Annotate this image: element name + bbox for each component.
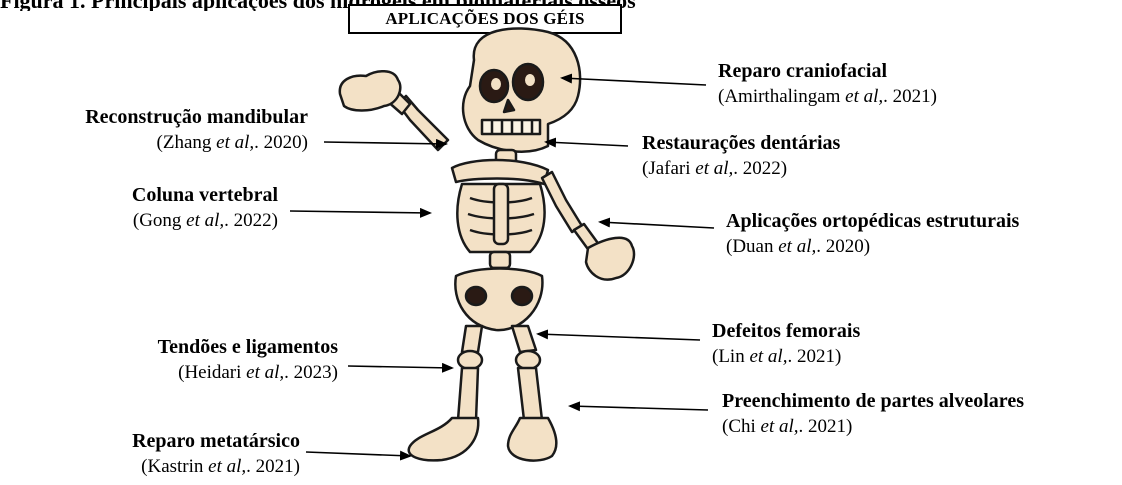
label-name: Reconstrução mandibular: [32, 104, 308, 130]
label-mandibular: Reconstrução mandibular (Zhang et al,. 2…: [32, 104, 308, 156]
label-name: Preenchimento de partes alveolares: [722, 388, 1024, 414]
left-hand: [340, 71, 401, 110]
skeleton-figure: [340, 28, 634, 460]
label-name: Restaurações dentárias: [642, 130, 840, 156]
label-citation: (Lin et al,. 2021): [712, 344, 860, 370]
label-citation: (Gong et al,. 2022): [70, 208, 278, 234]
left-knee: [458, 351, 482, 369]
arrow-spine: [290, 211, 430, 213]
label-dental: Restaurações dentárias (Jafari et al,. 2…: [642, 130, 840, 182]
label-name: Reparo craniofacial: [718, 58, 937, 84]
label-citation: (Heidari et al,. 2023): [100, 360, 338, 386]
left-foot: [409, 418, 479, 460]
label-name: Aplicações ortopédicas estruturais: [726, 208, 1019, 234]
label-metatarsal: Reparo metatársico (Kastrin et al,. 2021…: [50, 428, 300, 480]
label-name: Defeitos femorais: [712, 318, 860, 344]
label-citation: (Jafari et al,. 2022): [642, 156, 840, 182]
right-knee: [516, 351, 540, 369]
arrow-tendons: [348, 366, 452, 368]
label-craniofacial: Reparo craniofacial (Amirthalingam et al…: [718, 58, 937, 110]
arrow-craniofacial: [562, 78, 706, 85]
right-foot: [508, 418, 556, 461]
shoulders: [452, 160, 548, 184]
label-spine: Coluna vertebral (Gong et al,. 2022): [70, 182, 278, 234]
left-tibia: [458, 368, 478, 420]
label-citation: (Zhang et al,. 2020): [32, 130, 308, 156]
arrow-alveolar: [570, 406, 708, 410]
label-alveolar: Preenchimento de partes alveolares (Chi …: [722, 388, 1024, 440]
label-name: Tendões e ligamentos: [100, 334, 338, 360]
right-femur: [512, 326, 536, 352]
arrow-mandibular: [324, 142, 446, 144]
sternum: [494, 184, 508, 244]
label-citation: (Duan et al,. 2020): [726, 234, 1019, 260]
arrow-metatarsal: [306, 452, 410, 456]
right-upper-arm: [542, 172, 582, 232]
label-citation: (Chi et al,. 2021): [722, 414, 1024, 440]
arrow-femoral: [538, 334, 700, 340]
right-tibia: [518, 368, 542, 420]
label-name: Reparo metatársico: [50, 428, 300, 454]
label-citation: (Amirthalingam et al,. 2021): [718, 84, 937, 110]
arrow-ortho: [600, 222, 714, 228]
label-citation: (Kastrin et al,. 2021): [50, 454, 300, 480]
label-femoral: Defeitos femorais (Lin et al,. 2021): [712, 318, 860, 370]
left-femur: [462, 326, 482, 352]
arrow-dental: [546, 142, 628, 146]
label-name: Coluna vertebral: [70, 182, 278, 208]
label-ortho: Aplicações ortopédicas estruturais (Duan…: [726, 208, 1019, 260]
right-hand: [586, 238, 634, 280]
label-tendons: Tendões e ligamentos (Heidari et al,. 20…: [100, 334, 338, 386]
